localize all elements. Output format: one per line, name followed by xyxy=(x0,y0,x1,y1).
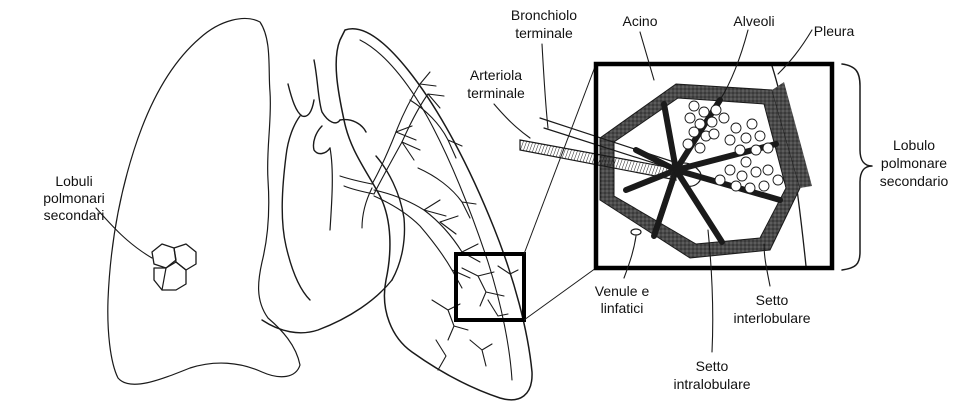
label-pleura: Pleura xyxy=(814,23,855,39)
svg-text:Arteriola: Arteriola xyxy=(470,67,522,83)
svg-text:intralobulare: intralobulare xyxy=(673,376,750,392)
label-arteriola-terminale: Arteriola terminale xyxy=(467,67,525,101)
bronchial-tree xyxy=(340,72,508,370)
label-lobuli-polmonari-secondari: Lobuli polmonari secondari xyxy=(43,173,104,223)
svg-text:secondario: secondario xyxy=(880,173,949,189)
label-setto-intralobulare: Setto intralobulare xyxy=(673,358,750,392)
label-acino: Acino xyxy=(622,13,657,29)
lobule-bracket xyxy=(842,64,872,270)
svg-text:secondari: secondari xyxy=(44,207,105,223)
label-venule-e-linfatici: Venule e linfatici xyxy=(595,283,650,316)
label-bronchiolo-terminale: Bronchiolo terminale xyxy=(511,7,577,41)
heart-and-vessels xyxy=(262,60,405,333)
svg-text:Bronchiolo: Bronchiolo xyxy=(511,7,577,23)
svg-text:polmonare: polmonare xyxy=(881,155,947,171)
svg-text:linfatici: linfatici xyxy=(601,300,644,316)
magnified-region-box xyxy=(456,254,524,320)
label-alveoli: Alveoli xyxy=(733,13,774,29)
svg-text:Setto: Setto xyxy=(696,358,729,374)
svg-text:polmonari: polmonari xyxy=(43,190,104,206)
svg-text:terminale: terminale xyxy=(515,25,573,41)
svg-text:Venule e: Venule e xyxy=(595,283,650,299)
venule-dot xyxy=(631,229,641,235)
label-lobulo-polmonare-secondario: Lobulo polmonare secondario xyxy=(880,137,949,189)
left-lung xyxy=(108,19,300,385)
svg-text:Lobulo: Lobulo xyxy=(893,137,935,153)
connector-bottom xyxy=(524,268,596,320)
svg-text:Setto: Setto xyxy=(756,292,789,308)
svg-text:interlobulare: interlobulare xyxy=(733,310,810,326)
svg-text:terminale: terminale xyxy=(467,85,525,101)
enlarged-lobule xyxy=(520,64,832,268)
secondary-lobules-hexagons xyxy=(152,244,196,290)
label-setto-interlobulare: Setto interlobulare xyxy=(733,292,810,326)
svg-text:Lobuli: Lobuli xyxy=(55,173,92,189)
